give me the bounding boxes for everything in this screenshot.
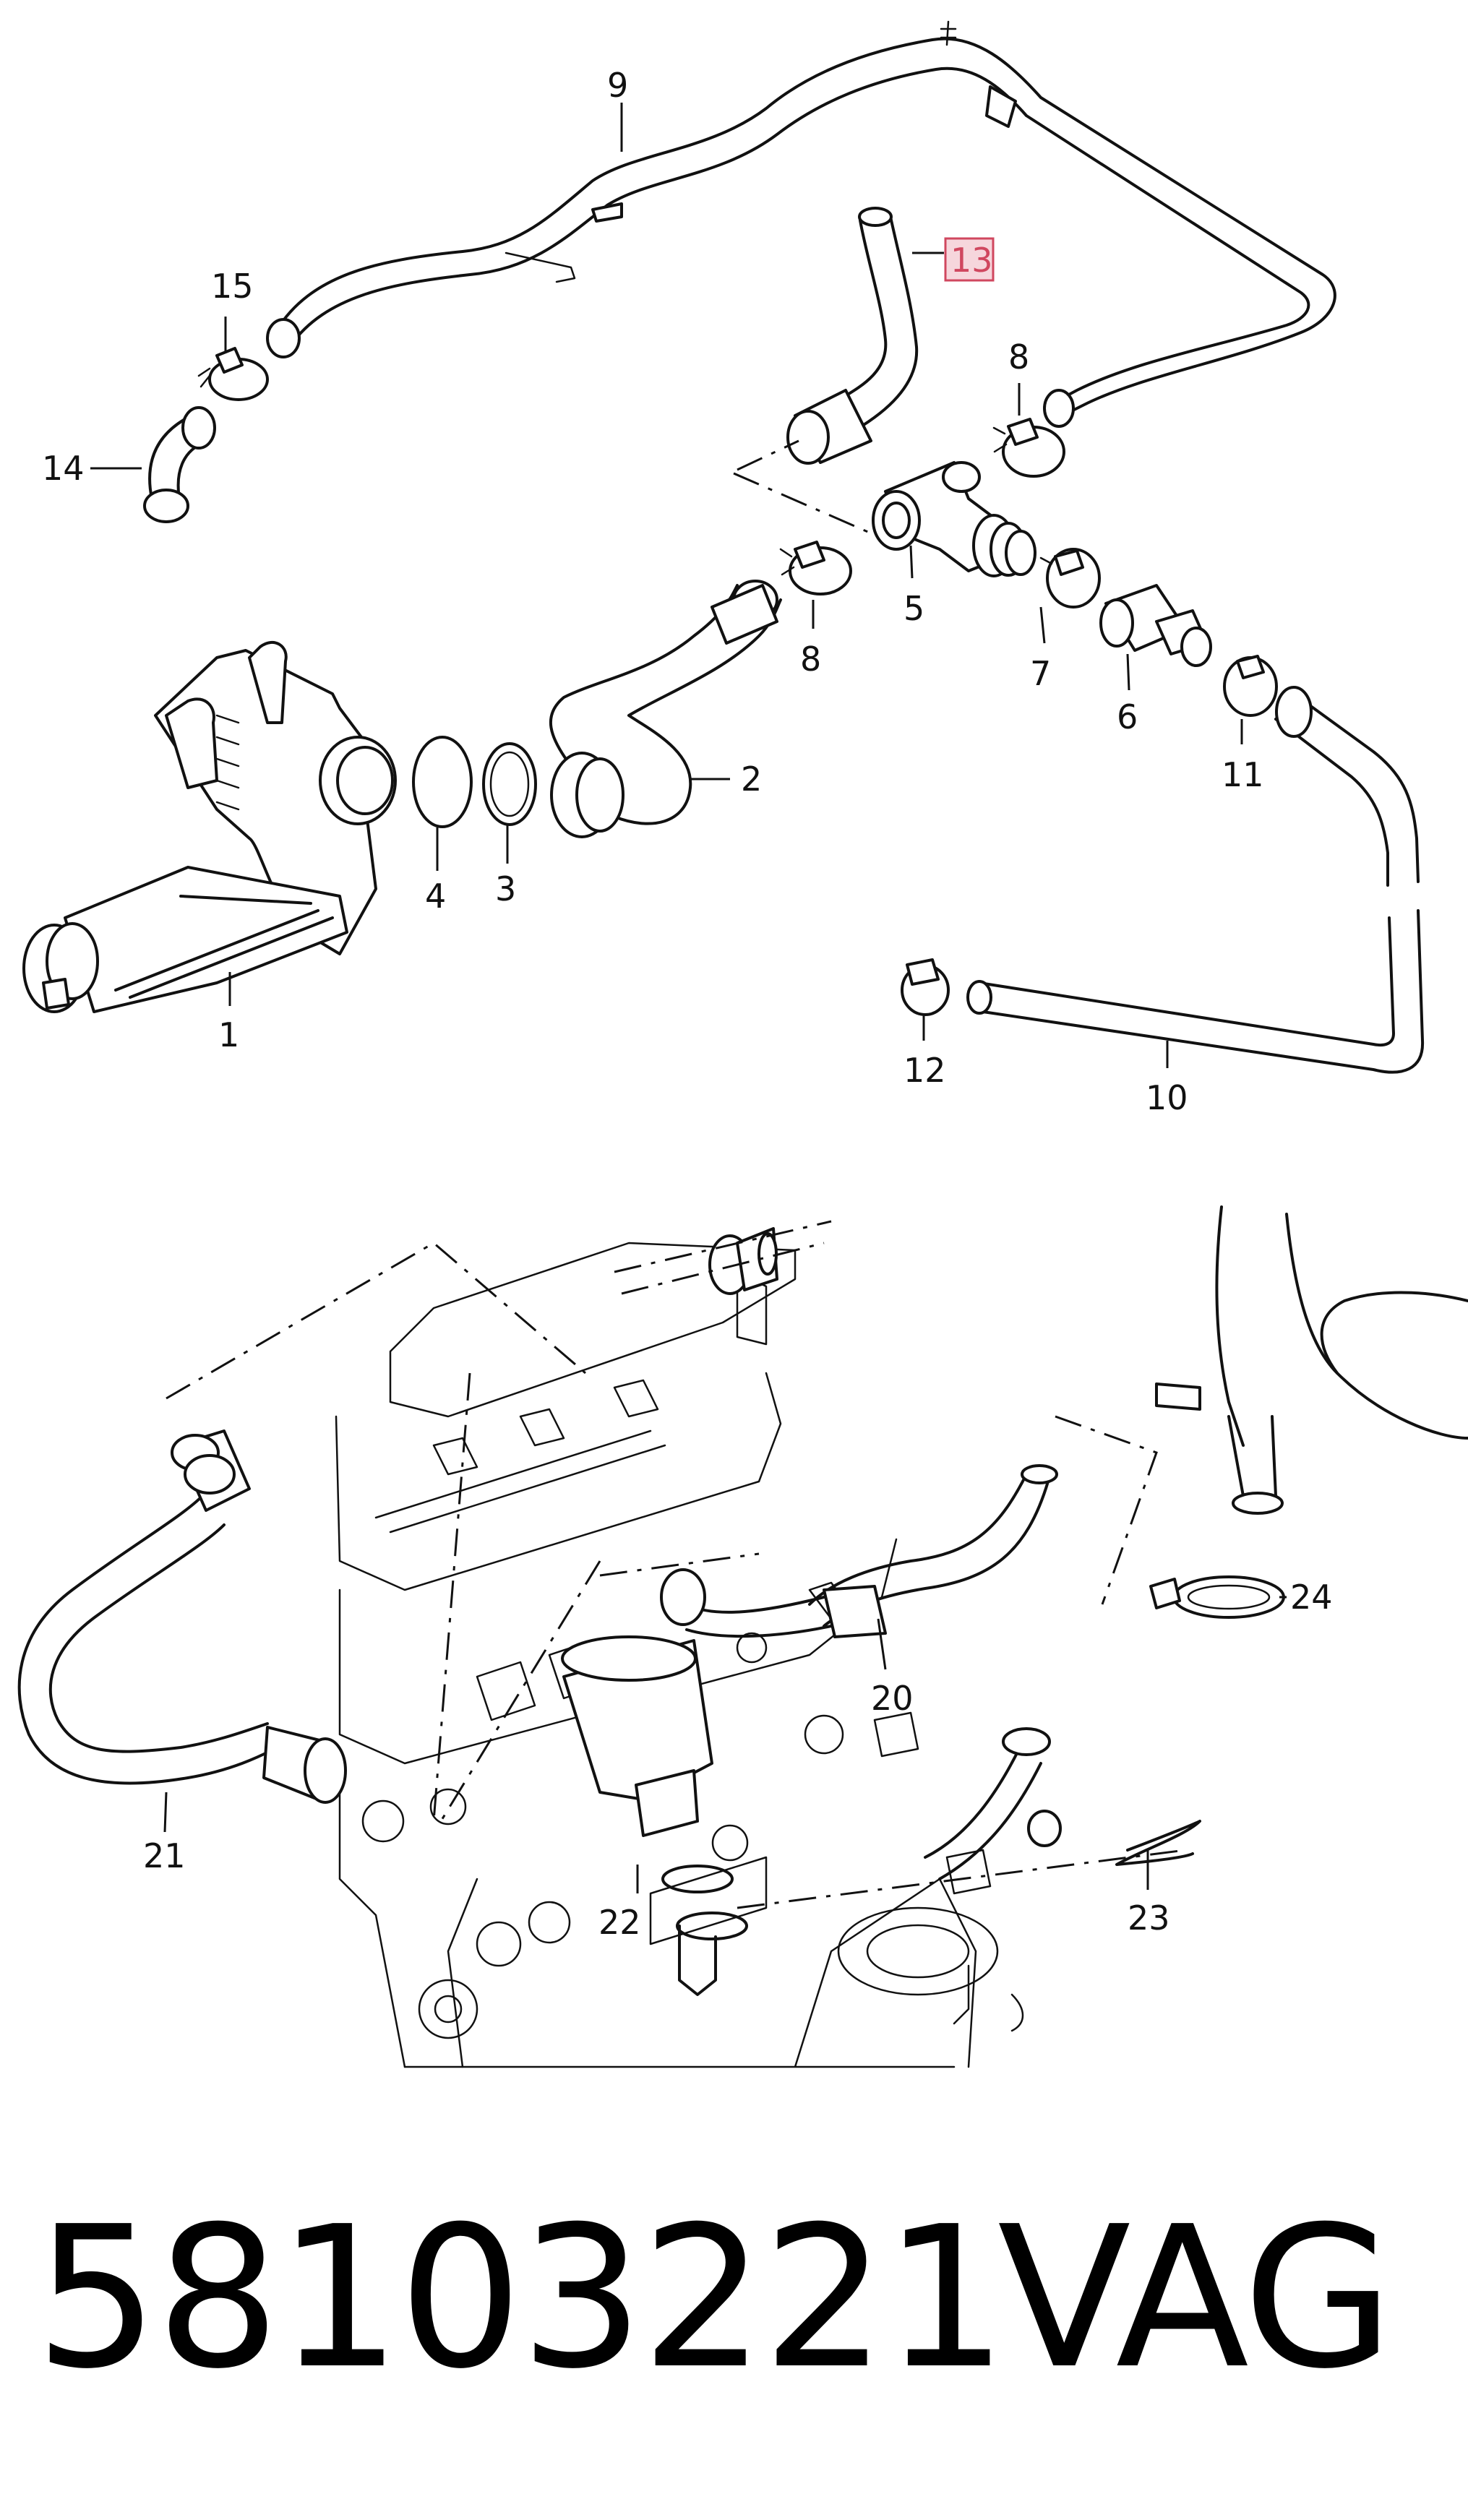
clamp-12 — [901, 958, 950, 1016]
label-5: 5 — [903, 589, 924, 628]
clamp-7 — [1039, 548, 1101, 609]
valve-6 — [1099, 584, 1212, 667]
label-9: 9 — [607, 66, 628, 105]
clamp-11 — [1223, 655, 1278, 717]
part-number: 58103221 — [35, 2184, 1008, 2412]
hose-13 — [786, 207, 919, 465]
hose-10 — [966, 686, 1425, 1074]
t-piece-5 — [872, 461, 1036, 577]
brand-name: VAG — [997, 2184, 1394, 2412]
label-1: 1 — [218, 1015, 239, 1054]
label-8-upper: 8 — [1008, 337, 1029, 377]
label-6: 6 — [1117, 697, 1138, 736]
label-24: 24 — [1290, 1578, 1333, 1617]
label-4: 4 — [425, 877, 446, 916]
pipe-20 — [660, 1464, 1058, 1638]
oil-separator — [561, 1635, 713, 1837]
clamp-8-lower — [779, 541, 852, 595]
breather-housing-1 — [22, 641, 397, 1013]
engine-block — [335, 1227, 1024, 2068]
label-8-lower: 8 — [800, 640, 821, 679]
label-13: 13 — [950, 241, 993, 280]
seal-4 — [412, 736, 473, 828]
assembly-dash-line — [733, 439, 875, 536]
hose-2 — [549, 580, 782, 838]
engine-dash-lines — [166, 1220, 1186, 1909]
label-7: 7 — [1030, 654, 1051, 693]
label-11: 11 — [1222, 755, 1264, 794]
right-pipe-assembly — [1155, 1205, 1468, 1515]
connector-pipe — [924, 1727, 1062, 1880]
label-10: 10 — [1146, 1078, 1188, 1117]
label-3: 3 — [495, 869, 516, 908]
label-12: 12 — [903, 1051, 946, 1090]
parts-diagram: 9 13 15 14 8 5 8 7 6 11 2 4 3 1 12 10 20… — [17, 20, 1468, 2068]
hook-23 — [1115, 1820, 1201, 1866]
label-23: 23 — [1128, 1898, 1170, 1938]
label-13-highlight — [944, 237, 995, 282]
label-22: 22 — [598, 1903, 641, 1942]
o-ring-3 — [482, 742, 537, 826]
hose-9 — [266, 20, 1336, 428]
hose-21 — [17, 1429, 347, 1804]
clamp-8-upper — [992, 418, 1065, 478]
elbow-hose-14 — [143, 406, 216, 523]
seal-22 — [661, 1865, 748, 1996]
label-21: 21 — [143, 1836, 186, 1875]
label-14: 14 — [42, 449, 85, 488]
label-15: 15 — [211, 267, 254, 306]
clamp-24 — [1149, 1575, 1285, 1619]
clamp-15 — [197, 347, 269, 401]
label-20: 20 — [871, 1679, 914, 1718]
label-2: 2 — [741, 760, 762, 799]
